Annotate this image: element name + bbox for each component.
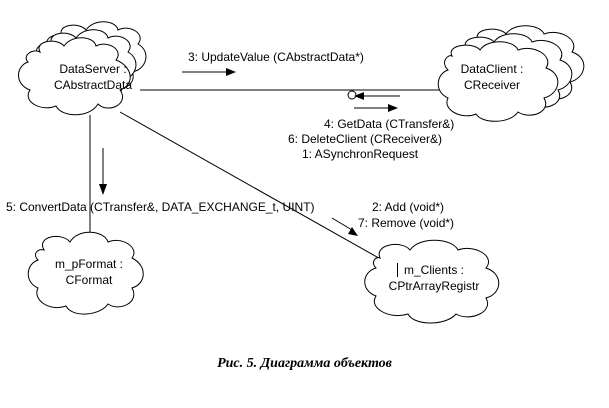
asynchron-request-message: 1: ASynchronRequest xyxy=(302,147,419,161)
clients-name: m_Clients : xyxy=(403,263,465,277)
delete-client-message: 6: DeleteClient (CReceiver&) xyxy=(288,132,443,146)
data-server-name: DataServer : xyxy=(59,62,127,76)
data-client-label: DataClient : CReceiver xyxy=(440,61,544,93)
convert-data-message: 5: ConvertData (CTransfer&, DATA_EXCHANG… xyxy=(6,200,315,214)
format-object-cloud xyxy=(27,231,144,315)
add-message: 2: Add (void*) xyxy=(372,200,445,214)
update-value-arrow xyxy=(182,68,236,76)
figure-caption: Рис. 5. Диаграмма объектов xyxy=(217,356,392,371)
get-data-message: 4: GetData (CTransfer&) xyxy=(324,117,455,131)
format-class: CFormat xyxy=(65,273,113,287)
remove-message: 7: Remove (void*) xyxy=(358,216,455,230)
data-server-class: CAbstractData xyxy=(53,78,133,92)
data-client-object xyxy=(437,25,585,122)
clients-label: m_Clients : CPtrArrayRegistr xyxy=(372,262,496,294)
get-data-arrow xyxy=(354,92,400,100)
text-cursor-mark xyxy=(397,263,398,277)
convert-data-arrow xyxy=(99,148,107,195)
data-server-object xyxy=(18,21,147,116)
data-client-class: CReceiver xyxy=(463,78,520,92)
add-remove-arrow xyxy=(331,217,358,236)
format-label: m_pFormat : CFormat xyxy=(34,256,144,288)
data-client-name: DataClient : xyxy=(460,62,524,76)
clients-class: CPtrArrayRegistr xyxy=(388,279,480,293)
clients-object-cloud xyxy=(364,239,500,324)
link-server-clients xyxy=(119,111,401,271)
data-server-label: DataServer : CAbstractData xyxy=(38,61,148,93)
update-value-message: 3: UpdateValue (CAbstractData*) xyxy=(188,50,364,64)
asynchron-request-arrow xyxy=(354,104,398,112)
link-server-client-interface-marker xyxy=(347,90,357,100)
format-name: m_pFormat : xyxy=(54,257,123,271)
